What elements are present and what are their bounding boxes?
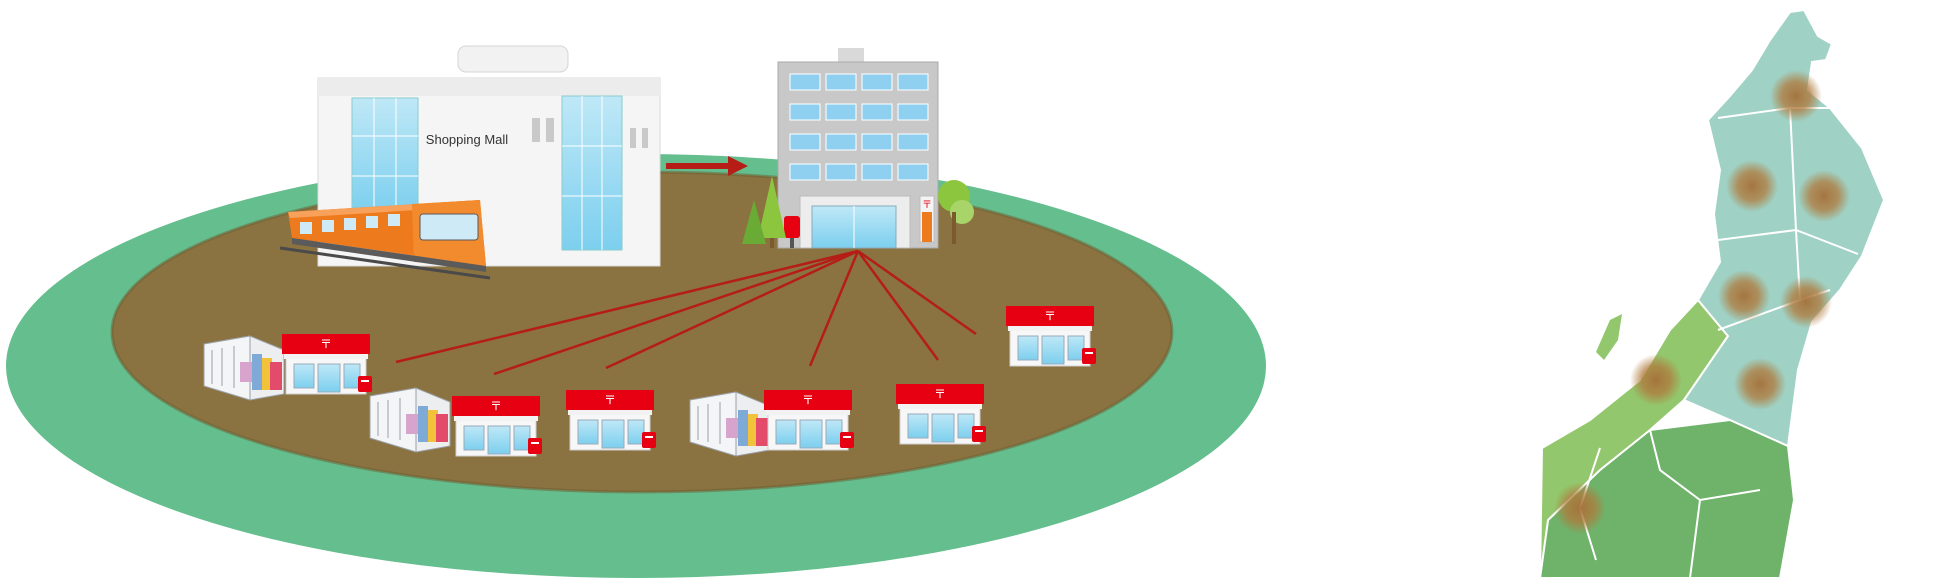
hub-marker <box>1798 170 1850 222</box>
route-line <box>857 249 977 336</box>
map-island <box>1596 314 1622 360</box>
train <box>279 200 491 280</box>
post-office-branch <box>763 389 855 451</box>
hub-marker <box>1718 270 1770 322</box>
map-region-north <box>1682 8 1886 448</box>
hub-marker <box>1770 70 1822 122</box>
svg-text:〒: 〒 <box>922 200 932 211</box>
hub-marker <box>1734 358 1786 410</box>
hub-marker <box>1630 354 1682 406</box>
route-line <box>856 250 940 361</box>
route-line <box>808 250 860 367</box>
post-office-branch <box>565 389 657 451</box>
route-line <box>395 249 859 364</box>
mall-sign: Shopping Mall <box>426 132 508 147</box>
route-line <box>493 249 859 376</box>
hub-marker <box>1554 482 1606 534</box>
post-office-branch <box>1005 305 1097 367</box>
central-post-office: 〒 <box>742 48 974 249</box>
post-office-branch <box>451 395 543 457</box>
hub-marker <box>1780 276 1832 328</box>
regional-map <box>1538 8 1886 579</box>
route-line <box>605 249 859 370</box>
post-office-branch <box>281 333 373 395</box>
hub-marker <box>1726 160 1778 212</box>
post-office-branch <box>895 383 987 445</box>
delivery-routes <box>395 249 977 376</box>
flow-arrow <box>666 156 748 176</box>
